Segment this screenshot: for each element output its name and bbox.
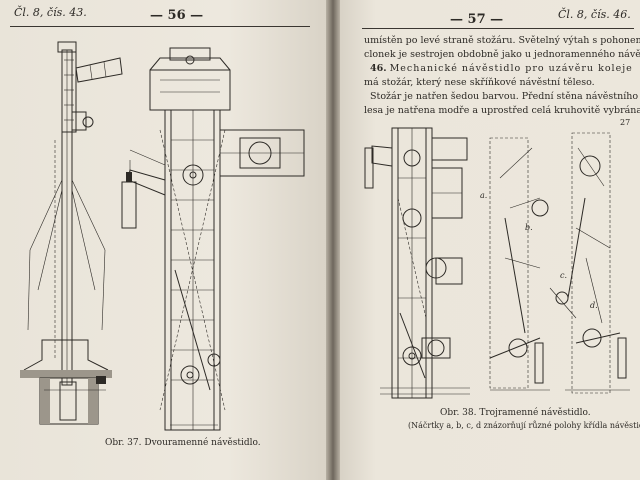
margin-note: 27 xyxy=(620,118,631,127)
left-header-rule xyxy=(10,26,310,27)
sketch-label-c: c. xyxy=(560,271,567,280)
two-arm-signal-detail xyxy=(127,47,305,431)
section-heading-line: 46. Mechanické návěstidlo pro uzávěru ko… xyxy=(370,62,633,76)
text-line-3: Stožár je natřen šedou barvou. Přední st… xyxy=(370,91,640,102)
text-line-1: umístěn po levé straně stožáru. Světelný… xyxy=(364,35,640,46)
figure-38-drawing: a. b. c. d. xyxy=(364,127,630,399)
left-page: Čl. 8, čís. 43. — 56 — xyxy=(0,0,326,480)
sketch-label-b: b. xyxy=(525,223,533,232)
text-line-2: clonek je sestrojen obdobně jako u jedno… xyxy=(364,49,640,60)
signal-sketch-ab xyxy=(489,137,550,391)
right-header-rule xyxy=(362,28,634,29)
left-page-number: — 56 — xyxy=(150,8,204,23)
section-number: 46. xyxy=(370,63,387,74)
signal-sketch-cd xyxy=(549,132,630,394)
sketch-label-d: d. xyxy=(590,301,598,310)
figure-37-caption: Obr. 37. Dvouramenné návěstidlo. xyxy=(105,438,261,448)
sketch-label-a: a. xyxy=(480,191,487,200)
left-running-head: Čl. 8, čís. 43. xyxy=(14,6,87,19)
section-heading: Mechanické návěstidlo pro uzávěru koleje xyxy=(389,63,633,74)
text-line-4: lesa je natřena modře a uprostřed celá k… xyxy=(364,105,640,116)
three-arm-signal-mast xyxy=(364,127,470,399)
two-arm-signal-mast xyxy=(20,41,137,425)
right-page: — 57 — Čl. 8, čís. 46. umístěn po levé s… xyxy=(340,0,640,480)
figure-37-drawing xyxy=(20,41,305,431)
figure-38-subcaption: (Náčrtky a, b, c, d znázorňují různé pol… xyxy=(408,421,640,430)
figure-38-caption: Obr. 38. Trojramenné návěstidlo. xyxy=(440,408,591,418)
section-line-2: má stožár, který nese skříňkové návěstní… xyxy=(364,77,595,88)
right-page-number: — 57 — xyxy=(450,12,504,27)
right-running-head: Čl. 8, čís. 46. xyxy=(558,8,631,21)
book-gutter xyxy=(326,0,340,480)
